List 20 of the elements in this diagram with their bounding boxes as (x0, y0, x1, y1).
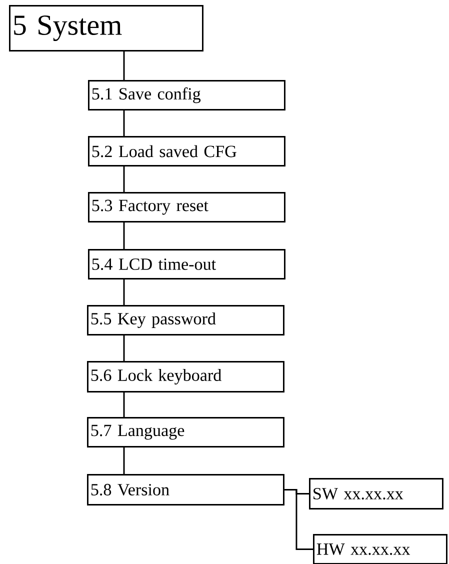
connector-line (123, 392, 125, 417)
menu-box: 5.7 Language (87, 417, 284, 448)
value-box: SW xx.xx.xx (309, 478, 444, 510)
connector-line (123, 222, 125, 249)
menu-box: 5.8 Version (87, 474, 284, 506)
menu-box: 5.6 Lock keyboard (87, 361, 284, 392)
menu-box: 5.1 Save config (88, 80, 286, 110)
menu-box: 5.2 Load saved CFG (88, 136, 286, 166)
connector-line (123, 447, 125, 474)
menu-box: 5.5 Key password (87, 305, 284, 336)
connector-line (123, 335, 125, 361)
connector-line (123, 279, 125, 305)
menu-box: 5.3 Factory reset (88, 192, 286, 222)
value-box: HW xx.xx.xx (313, 534, 448, 564)
connector-line (123, 166, 125, 192)
connector-line (123, 51, 125, 80)
menu-box: 5.4 LCD time-out (88, 249, 286, 280)
connector-line (123, 110, 125, 136)
title-box: 5 System (9, 5, 204, 52)
connector-line (284, 489, 313, 550)
